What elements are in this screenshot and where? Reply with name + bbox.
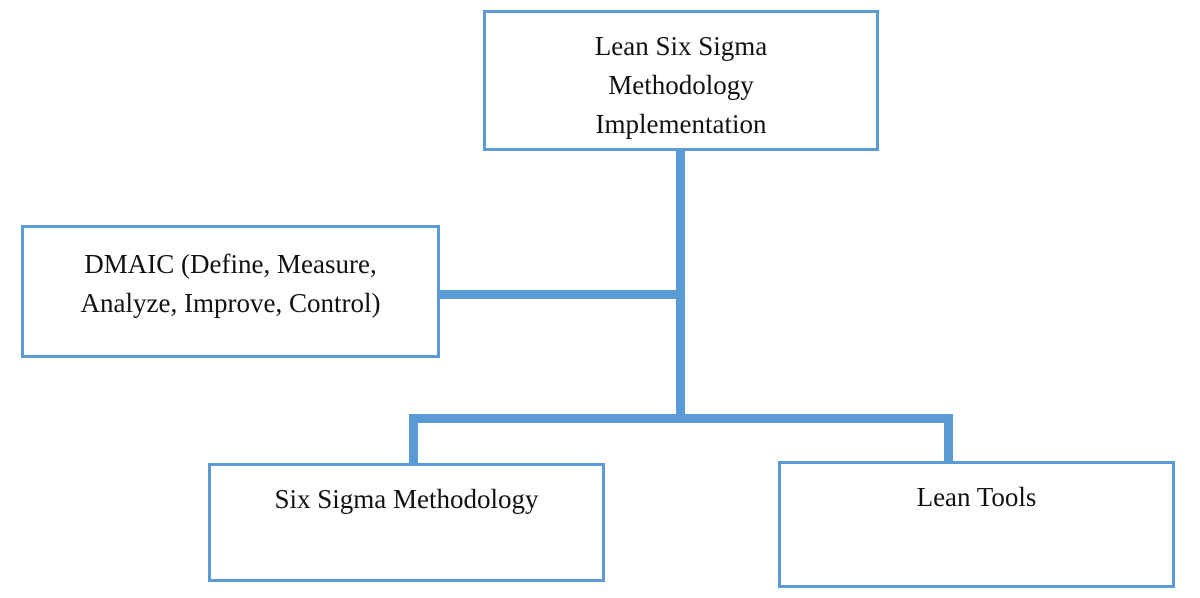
six-sigma-methodology-node: Six Sigma Methodology	[208, 463, 605, 582]
connector-bottom-bar	[409, 414, 953, 423]
root-node-line-1: Lean Six Sigma	[594, 31, 768, 61]
root-node-lean-six-sigma: Lean Six Sigma Methodology Implementatio…	[483, 10, 879, 151]
dmaic-node-line-1: DMAIC (Define, Measure,	[84, 249, 377, 279]
six-sigma-node-label: Six Sigma Methodology	[274, 484, 539, 514]
connector-trunk	[676, 150, 685, 418]
lean-tools-node-label: Lean Tools	[916, 482, 1037, 512]
connector-dmaic-branch	[439, 290, 681, 299]
root-node-line-2: Methodology	[608, 70, 754, 100]
dmaic-node-line-2: Analyze, Improve, Control)	[80, 288, 381, 318]
lean-tools-node: Lean Tools	[778, 461, 1175, 588]
dmaic-node: DMAIC (Define, Measure, Analyze, Improve…	[21, 225, 440, 358]
connector-drop-lean-tools	[944, 414, 953, 462]
connector-drop-six-sigma	[409, 414, 418, 464]
root-node-line-3: Implementation	[595, 109, 767, 139]
